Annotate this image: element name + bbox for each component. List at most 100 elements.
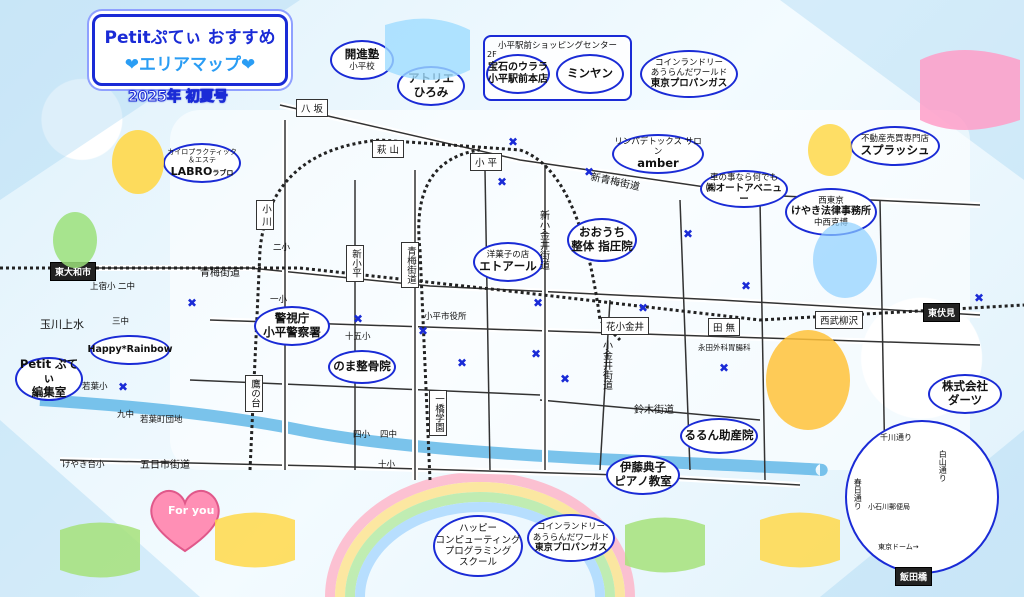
labro-l1: カイロプラクティック xyxy=(167,148,237,157)
place-kyuchu: 九中 xyxy=(117,410,135,420)
pin-marker[interactable]: ✖ xyxy=(533,296,544,310)
station-hitotsubashi: 一橋学園 xyxy=(429,390,447,436)
happycomp-l2: コンピューティング xyxy=(435,534,521,546)
shop-splash[interactable]: 不動産売買専門店 スプラッシュ xyxy=(850,126,940,166)
rurun-name: るるん助産院 xyxy=(684,428,754,443)
shop-coinlaundry-2[interactable]: コインランドリー あうらんだワールド 東京プロパンガス xyxy=(527,514,615,562)
pin-marker[interactable]: ✖ xyxy=(584,165,595,179)
title-box: Petitぷてぃ おすすめ ❤エリアマップ❤ xyxy=(92,14,288,86)
shop-happy-computing[interactable]: ハッピー コンピューティング プログラミング スクール xyxy=(433,515,523,577)
pin-marker[interactable]: ✖ xyxy=(974,291,985,305)
kaishinjuku-sub: 小平校 xyxy=(349,61,375,72)
coin1-l1: コインランドリー xyxy=(654,58,723,69)
pin-marker[interactable]: ✖ xyxy=(741,279,752,293)
pin-marker[interactable]: ✖ xyxy=(353,312,364,326)
shop-coinlaundry-1[interactable]: コインランドリー あうらんだワールド 東京プロパンガス xyxy=(640,50,738,98)
place-nagata-geka: 永田外科胃腸科 xyxy=(698,343,751,352)
happycomp-l4: スクール xyxy=(458,557,497,569)
place-yonsho: 四小 xyxy=(353,430,371,440)
shop-kaishinjuku[interactable]: 開進塾 小平校 xyxy=(330,40,394,80)
shop-atorie[interactable]: アトリエ ひろみ xyxy=(397,66,465,106)
station-takanodai: 鷹の台 xyxy=(245,375,263,412)
shop-houseki[interactable]: 宝石のウララ 小平駅前本店 xyxy=(486,54,550,94)
station-hanakoganei: 花小金井 xyxy=(601,317,650,335)
shop-keyaki-law[interactable]: 西東京 けやき法律事務所 中西克博 xyxy=(785,188,877,236)
houseki-name: 宝石のウララ xyxy=(488,62,548,73)
place-jugosho: 十五小 xyxy=(345,332,371,342)
labro-kana: ラブロ xyxy=(212,168,234,177)
pin-marker[interactable]: ✖ xyxy=(719,361,730,375)
station-higashiyamato: 東大和市 xyxy=(50,262,97,281)
inset-kasuga: 春日通り xyxy=(853,478,863,510)
shopping-center-floor: 2F xyxy=(487,50,497,59)
pin-marker[interactable]: ✖ xyxy=(457,356,468,370)
shop-labro[interactable]: カイロプラクティック ＆エステ LABROラブロ xyxy=(163,143,241,183)
shop-etoile[interactable]: 洋菓子の店 エトアール xyxy=(473,242,543,282)
pin-marker[interactable]: ✖ xyxy=(187,296,198,310)
autoavenue-l1: 車の事なら何でも xyxy=(709,172,778,183)
road-itsukaichi-kaido: 五日市街道 xyxy=(140,460,190,471)
road-ome-kaido-v: 青梅街道 xyxy=(401,242,419,288)
railway-seibu-shinjuku xyxy=(0,266,1024,322)
shop-autoavenue[interactable]: 車の事なら何でも ㈱オートアベニュー xyxy=(700,170,788,208)
place-yonchu: 四中 xyxy=(380,430,398,440)
place-uejuku-sho: 上宿小 xyxy=(90,282,116,292)
kaishinjuku-name: 開進塾 xyxy=(344,47,380,61)
place-kodaira-shiyakusho: 小平市役所 xyxy=(424,312,467,322)
shop-happy-rainbow[interactable]: Happy*Rainbow xyxy=(87,335,173,365)
station-higashifushimi: 東伏見 xyxy=(923,303,961,322)
pin-marker[interactable]: ✖ xyxy=(497,175,508,189)
pin-marker[interactable]: ✖ xyxy=(118,380,129,394)
place-sanchu: 三中 xyxy=(112,317,130,327)
pin-marker[interactable]: ✖ xyxy=(683,227,694,241)
shopping-center-title: 小平駅前ショッピングセンター xyxy=(497,41,617,51)
shop-ito-piano[interactable]: 伊藤典子 ピアノ教室 xyxy=(606,455,680,495)
ito-l2: ピアノ教室 xyxy=(614,474,672,488)
pin-marker[interactable]: ✖ xyxy=(531,347,542,361)
coin1-l2: あうらんだワールド xyxy=(650,68,728,79)
inset-iidabashi: 飯田橋 xyxy=(895,567,933,586)
shop-petit-office[interactable]: Petit ぷてぃ 編集室 xyxy=(15,357,83,401)
river-tamagawa-josui: 玉川上水 xyxy=(40,318,84,331)
for-you-label: For you xyxy=(168,504,215,517)
police-l1: 警視庁 xyxy=(274,311,310,326)
shop-darts[interactable]: 株式会社 ダーツ xyxy=(928,374,1002,414)
title-sub: ❤エリアマップ❤ xyxy=(124,55,256,75)
darts-l2: ダーツ xyxy=(947,393,983,407)
place-jusho: 十小 xyxy=(378,460,396,470)
inset-tokyo-dome: 東京ドーム→ xyxy=(878,543,919,551)
houseki-sub: 小平駅前本店 xyxy=(488,74,548,85)
road-shinkoganei-kaido: 新小金井街道 xyxy=(537,210,549,270)
road-shinkodaira: 新小平 xyxy=(346,245,364,282)
inset-shiyama: 白山通り xyxy=(938,450,948,482)
pin-marker[interactable]: ✖ xyxy=(638,301,649,315)
pin-marker[interactable]: ✖ xyxy=(560,372,571,386)
petit-l1: Petit ぷてぃ xyxy=(19,357,79,386)
shop-minyan[interactable]: ミンヤン xyxy=(556,54,624,94)
shop-police[interactable]: 警視庁 小平警察署 xyxy=(254,306,330,346)
etoile-l2: エトアール xyxy=(479,259,537,274)
place-wakaba-danchi: 若葉町団地 xyxy=(140,415,183,425)
shop-ouchi[interactable]: おおうち 整体 指圧院 xyxy=(567,218,637,262)
place-wakaba-sho: 若葉小 xyxy=(82,382,108,392)
happy-name: Happy*Rainbow xyxy=(87,344,173,356)
shop-noma[interactable]: のま整骨院 xyxy=(328,350,396,384)
shop-rurun[interactable]: るるん助産院 xyxy=(680,418,758,454)
noma-name: のま整骨院 xyxy=(333,359,391,374)
lymph-l1: リンパデトックス サロン xyxy=(614,136,702,158)
splash-l2: スプラッシュ xyxy=(860,143,930,158)
splash-l1: 不動産売買専門店 xyxy=(860,134,929,144)
title-main: Petitぷてぃ おすすめ xyxy=(104,28,276,48)
police-l2: 小平警察署 xyxy=(263,325,321,339)
coin2-l2: あうらんだワールド xyxy=(532,532,610,543)
ouchi-l1: おおうち xyxy=(579,225,625,240)
coin1-l3: 東京プロパンガス xyxy=(650,78,728,90)
station-tanashi: 田 無 xyxy=(708,318,741,336)
shop-lymph-amber[interactable]: リンパデトックス サロン amber xyxy=(612,134,704,174)
lymph-l2: amber xyxy=(637,156,679,171)
pin-marker[interactable]: ✖ xyxy=(418,324,429,338)
ouchi-l2: 整体 指圧院 xyxy=(571,239,633,253)
labro-l2: ＆エステ xyxy=(188,156,216,165)
pin-marker[interactable]: ✖ xyxy=(508,135,519,149)
road-ogawa: 小 川 xyxy=(256,200,274,231)
